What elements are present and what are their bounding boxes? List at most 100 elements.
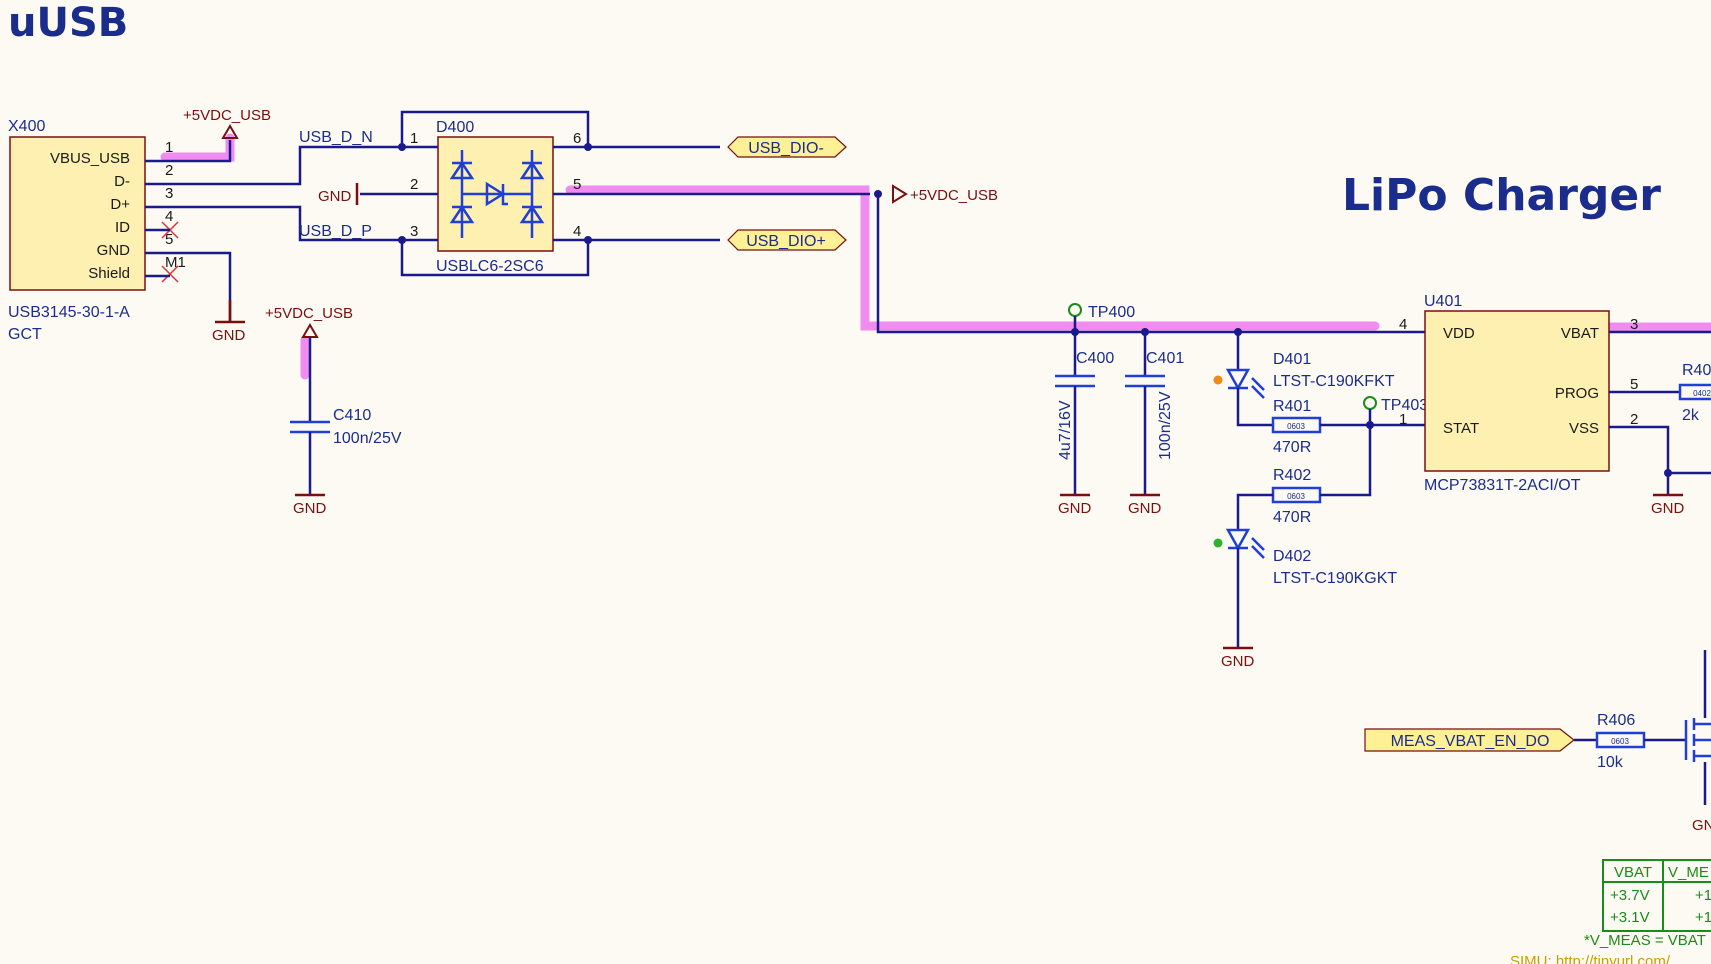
ic-ref: U401	[1424, 293, 1462, 310]
table-cell: +3.7V	[1610, 887, 1650, 904]
res-pkg: 0603	[1611, 737, 1629, 746]
simu-link: SIMU: http://tinyurl.com/	[1510, 953, 1671, 964]
connector-mfr: GCT	[8, 326, 42, 343]
led-d402[interactable]: GND D402 LTST-C190KGKT	[1213, 528, 1398, 670]
table-header: VBAT	[1614, 864, 1652, 881]
led-part: LTST-C190KFKT	[1273, 373, 1395, 390]
net-label-usb-d-n: USB_D_N	[299, 129, 373, 146]
ic-pin-vss: VSS	[1569, 420, 1599, 437]
testpoint-tp400[interactable]: TP400	[1068, 303, 1135, 332]
tp-label: TP403	[1381, 397, 1428, 414]
gnd-label: GND	[212, 327, 246, 344]
led-part: LTST-C190KGKT	[1273, 570, 1397, 587]
esd-ref: D400	[436, 119, 474, 136]
connector-pin-num: 3	[165, 185, 173, 202]
connector-pin-name: D+	[110, 196, 130, 213]
cap-ref: C401	[1146, 350, 1184, 367]
section-title-uusb: uUSB	[8, 0, 128, 46]
gnd-symbol-d400: GND	[318, 183, 359, 205]
vdc-usb-flag-x400: +5VDC_USB	[183, 107, 271, 139]
cap-ref: C400	[1076, 350, 1114, 367]
ic-pin-prog: PROG	[1555, 385, 1599, 402]
ic-pin-stat: STAT	[1443, 420, 1479, 437]
ic-pin-num: 4	[1399, 316, 1407, 333]
led-d401[interactable]: D401 LTST-C190KFKT	[1213, 332, 1395, 427]
res-value: 470R	[1273, 439, 1311, 456]
esd-wires	[360, 143, 882, 244]
port-usb-dio-plus[interactable]: USB_DIO+	[727, 229, 847, 251]
gnd-label: GND	[318, 188, 352, 205]
ic-pin-num: 5	[1630, 376, 1638, 393]
connector-pin-num: 1	[165, 139, 173, 156]
connector-body	[9, 136, 146, 291]
resistor-r402[interactable]: R402 0603 470R	[1236, 425, 1372, 530]
led-ref: D401	[1273, 351, 1311, 368]
resistor-r401[interactable]: R401 0603 470R	[1271, 398, 1430, 456]
res-pkg: 0603	[1287, 492, 1305, 501]
connector-pin-num: 2	[165, 162, 173, 179]
res-pkg: 0603	[1287, 422, 1305, 431]
usb-connector-x400[interactable]: X400 VBUS_USB D- D+ ID GND Shield 1 2 3 …	[8, 118, 186, 343]
net-label-usb-d-p: USB_D_P	[299, 223, 372, 240]
connector-pin-name: VBUS_USB	[50, 150, 130, 167]
table-header: V_ME	[1668, 864, 1709, 881]
power-label: +5VDC_USB	[265, 305, 353, 322]
esd-pin-num: 4	[573, 223, 581, 240]
table-note: *V_MEAS = VBAT	[1584, 932, 1706, 949]
gnd-label: GND	[1651, 500, 1685, 517]
ic-part: MCP73831T-2ACI/OT	[1424, 477, 1581, 494]
table-cell: +1	[1695, 887, 1711, 904]
ic-pin-num: 3	[1630, 316, 1638, 333]
port-meas-vbat-en[interactable]: MEAS_VBAT_EN_DO	[1364, 728, 1597, 752]
resistor-r406[interactable]: R406 0603 10k	[1595, 712, 1686, 771]
power-label: +5VDC_USB	[910, 187, 998, 204]
vdc-usb-flag-d400: +5VDC_USB	[892, 184, 998, 204]
esd-part: USBLC6-2SC6	[436, 258, 544, 275]
mosfet-icon	[1684, 650, 1711, 805]
vbat-measure-table: VBAT V_ME +3.7V +1 +3.1V +1 *V_MEAS = VB…	[1510, 859, 1711, 964]
gnd-label: GND	[1058, 500, 1092, 517]
esd-pin-num: 1	[410, 130, 418, 147]
esd-pin-num: 5	[573, 176, 581, 193]
gnd-label: GND	[293, 500, 327, 517]
tp-label: TP400	[1088, 304, 1135, 321]
cap-ref: C410	[333, 407, 371, 424]
connector-pin-num: 4	[165, 208, 173, 225]
led-green-indicator	[1213, 538, 1223, 548]
connector-pin-name: ID	[115, 219, 130, 236]
capacitor-c400[interactable]: C400 4u7/16V GND	[1055, 332, 1114, 517]
port-usb-dio-minus[interactable]: USB_DIO-	[727, 136, 847, 158]
ic-pin-num: 1	[1399, 411, 1407, 428]
ic-pin-vdd: VDD	[1443, 325, 1475, 342]
table-cell: +1	[1695, 909, 1711, 926]
connector-part: USB3145-30-1-A	[8, 304, 130, 321]
cap-value: 100n/25V	[1157, 391, 1174, 460]
ic-pin-vbat: VBAT	[1561, 325, 1599, 342]
res-value: 10k	[1597, 754, 1624, 771]
power-label: +5VDC_USB	[183, 107, 271, 124]
res-value: 2k	[1682, 407, 1700, 424]
port-label: USB_DIO+	[746, 233, 826, 250]
gnd-symbol-x400: GND	[212, 300, 246, 344]
capacitor-c401[interactable]: C401 100n/25V GND	[1125, 332, 1184, 517]
gnd-label: GND	[1128, 500, 1162, 517]
esd-diode-array-icon	[449, 150, 545, 238]
connector-pin-num: M1	[165, 254, 186, 271]
testpoint-tp403[interactable]: TP403	[1363, 396, 1428, 425]
res-ref: R402	[1273, 467, 1311, 484]
ic-pin-num: 2	[1630, 411, 1638, 428]
charger-ic-u401[interactable]: U401 VDD VBAT PROG STAT VSS 4 3 5 1 2 MC…	[1399, 293, 1638, 494]
res-value: 470R	[1273, 509, 1311, 526]
led-orange-indicator	[1213, 375, 1223, 385]
table-cell: +3.1V	[1610, 909, 1650, 926]
connector-pin-name: D-	[114, 173, 130, 190]
esd-pin-num: 3	[410, 223, 418, 240]
connector-ref: X400	[8, 118, 45, 135]
port-label: USB_DIO-	[748, 140, 824, 157]
capacitor-c410[interactable]: +5VDC_USB C410 100n/25V GND	[265, 305, 402, 517]
section-title-lipo: LiPo Charger	[1342, 170, 1661, 221]
cap-value: 4u7/16V	[1057, 400, 1074, 460]
connector-pin-name: GND	[97, 242, 131, 259]
